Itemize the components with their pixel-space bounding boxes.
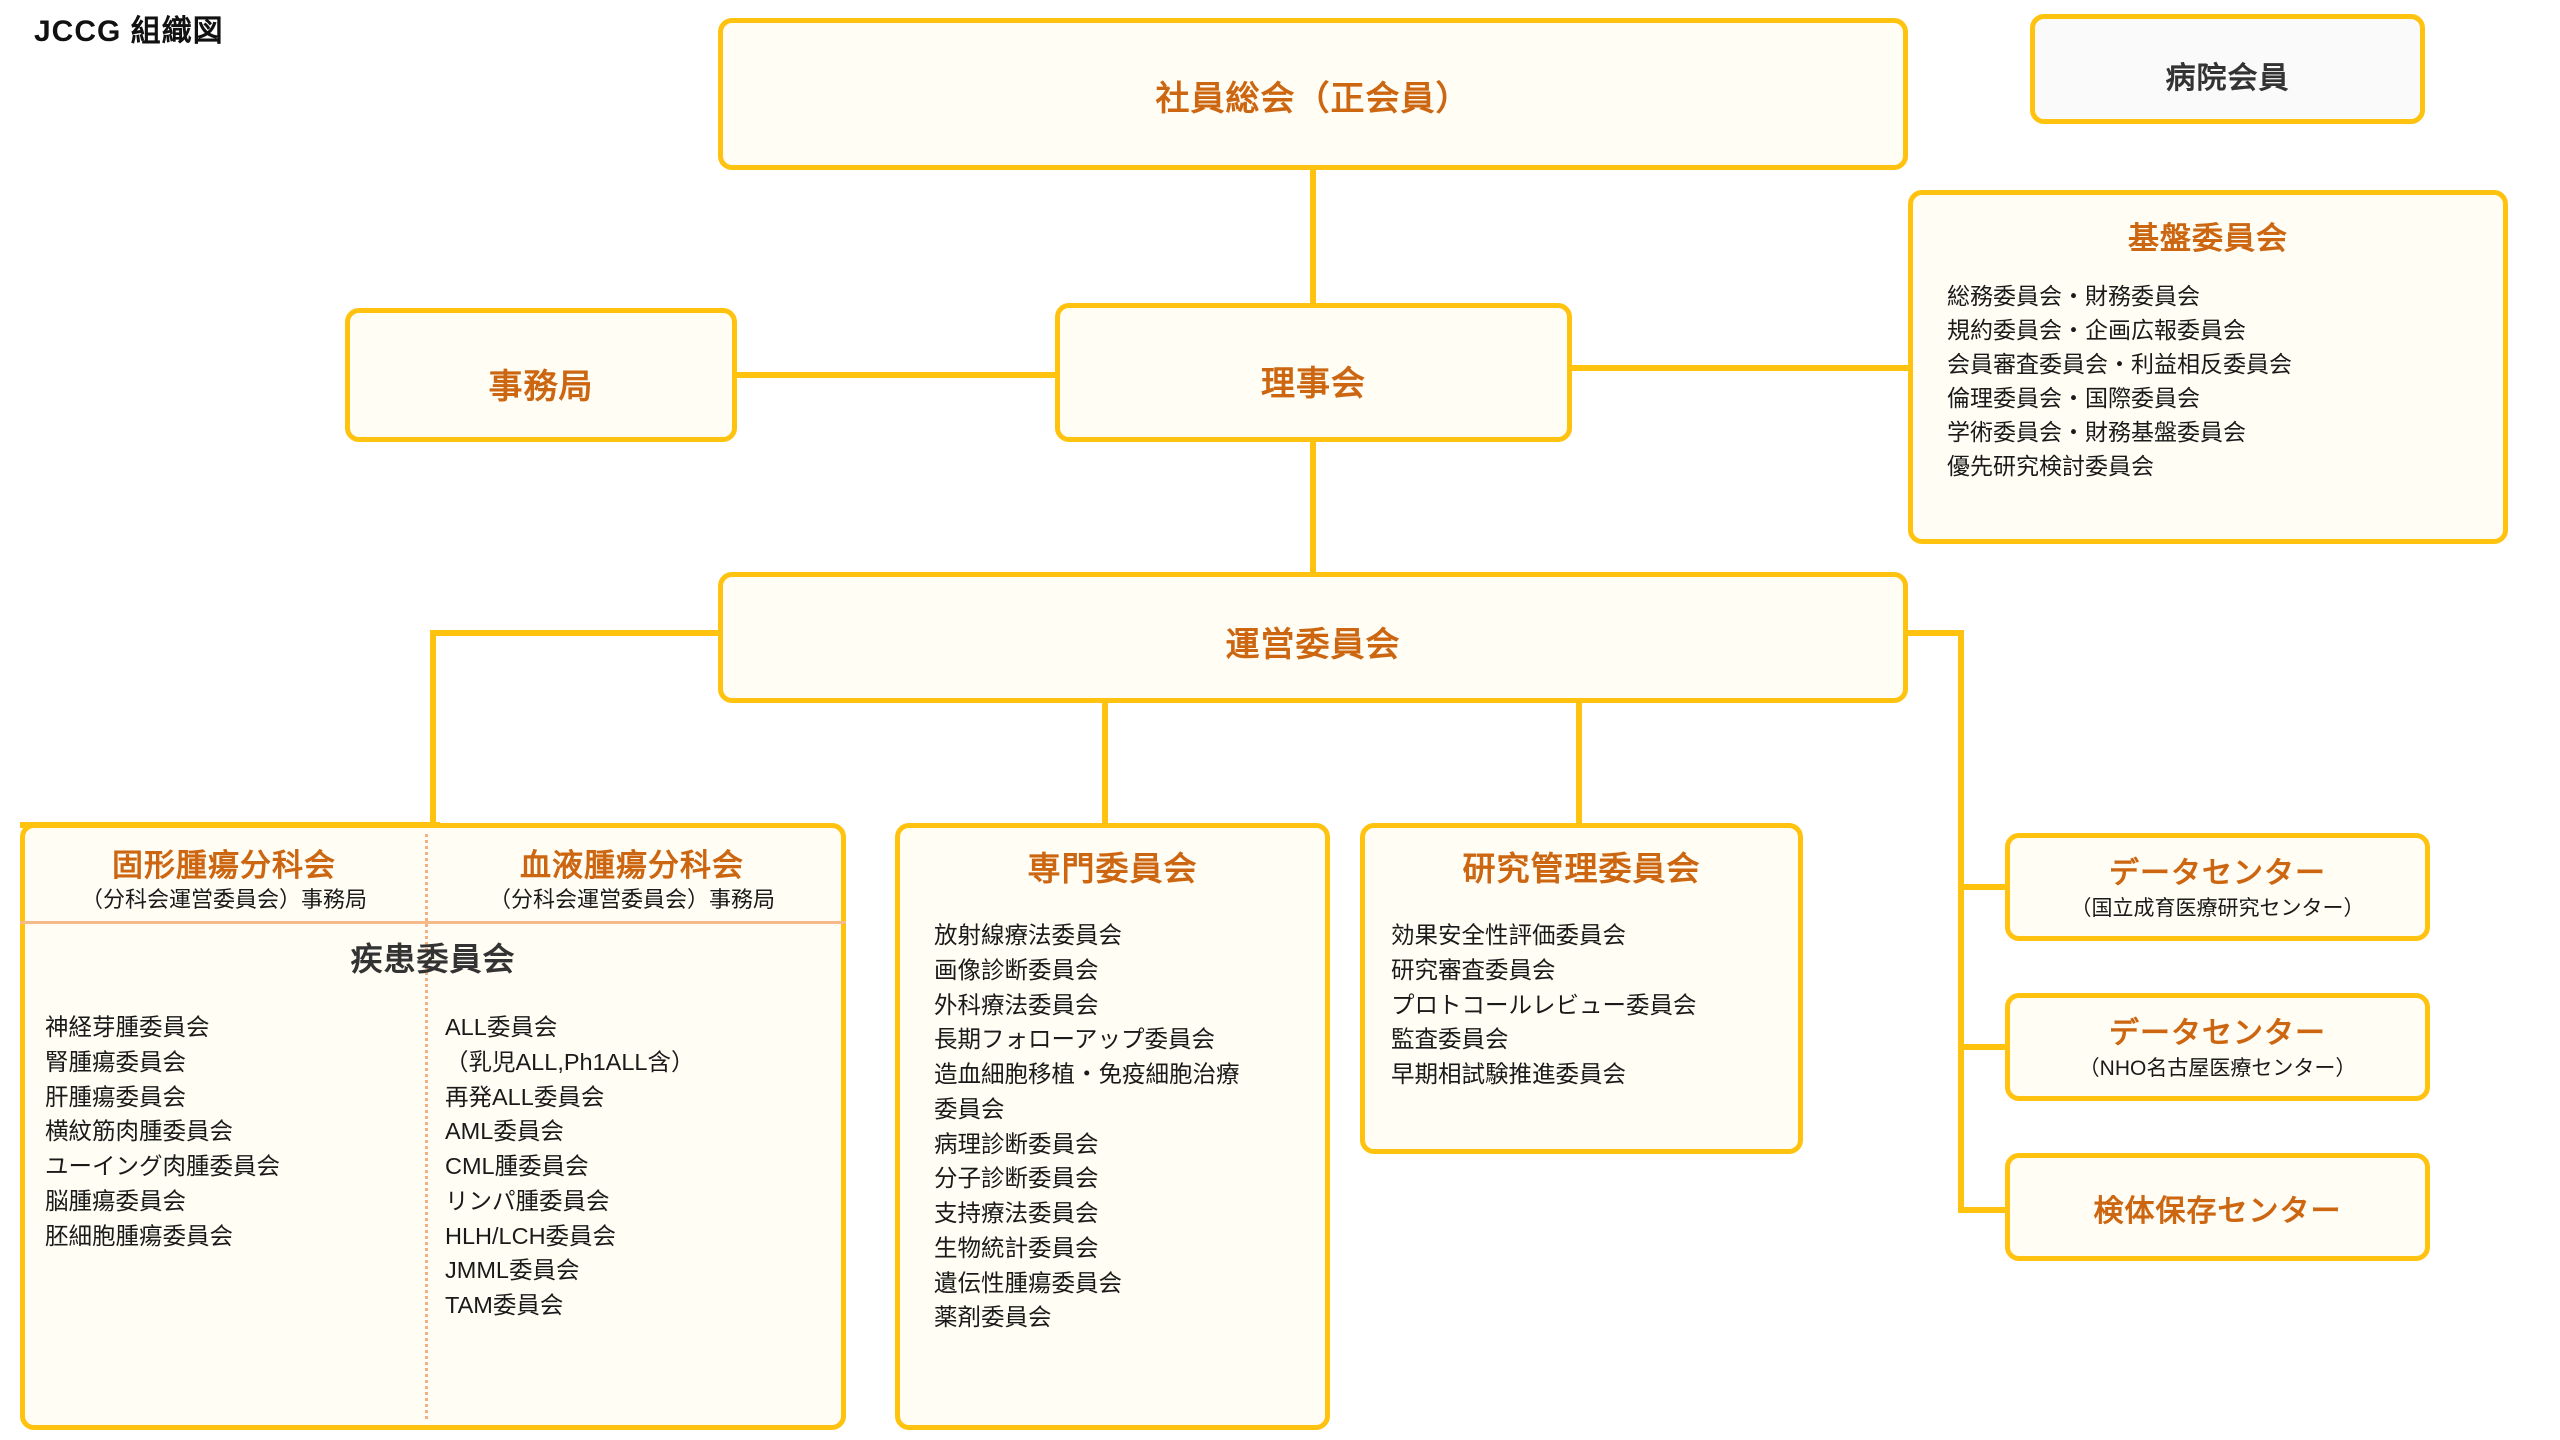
list-item: 効果安全性評価委員会 bbox=[1391, 922, 1626, 948]
node-subcommittees[interactable]: 固形腫瘍分科会 （分科会運営委員会）事務局 血液腫瘍分科会 （分科会運営委員会）… bbox=[20, 823, 846, 1430]
connector-steering-right-vertical bbox=[1958, 630, 1964, 1213]
list-item: HLH/LCH委員会 bbox=[445, 1222, 617, 1249]
list-item: 委員会 bbox=[934, 1095, 1005, 1122]
list-item: 画像診断委員会 bbox=[934, 956, 1099, 983]
connector-steering-left-vertical bbox=[430, 630, 436, 828]
specialist-item-list: 放射線療法委員会画像診断委員会外科療法委員会長期フォローアップ委員会造血細胞移植… bbox=[934, 918, 1240, 1335]
list-item: 長期フォローアップ委員会 bbox=[934, 1026, 1216, 1053]
connector-board-foundation bbox=[1568, 365, 1913, 371]
list-item: TAM委員会 bbox=[445, 1292, 564, 1319]
node-research-administration-committee[interactable]: 研究管理委員会 効果安全性評価委員会研究審査委員会プロトコールレビュー委員会監査… bbox=[1360, 823, 1803, 1154]
list-item: 学術委員会・財務基盤委員会 bbox=[1947, 419, 2246, 446]
connector-board-secretariat bbox=[733, 372, 1059, 378]
list-item: 神経芽腫委員会 bbox=[45, 1014, 210, 1040]
research-admin-item-list: 効果安全性評価委員会研究審査委員会プロトコールレビュー委員会監査委員会早期相試験… bbox=[1391, 918, 1697, 1092]
list-item: 生物統計委員会 bbox=[934, 1234, 1099, 1261]
connector-steering-right-horizontal bbox=[1904, 630, 1964, 636]
research-admin-title: 研究管理委員会 bbox=[1462, 850, 1701, 887]
list-item: 放射線療法委員会 bbox=[934, 922, 1122, 948]
list-item: JMML委員会 bbox=[445, 1257, 580, 1284]
list-item: 監査委員会 bbox=[1391, 1026, 1509, 1053]
general-assembly-label: 社員総会（正会員） bbox=[1155, 80, 1471, 118]
disease-committee-header: 疾患委員会 bbox=[350, 941, 516, 977]
data-center-1-title: データセンター bbox=[2109, 857, 2326, 890]
node-specimen-bank[interactable]: 検体保存センター bbox=[2005, 1153, 2430, 1261]
connector-steering-research-admin bbox=[1576, 700, 1582, 828]
list-item: 分子診断委員会 bbox=[934, 1165, 1099, 1192]
node-board-of-directors[interactable]: 理事会 bbox=[1055, 303, 1572, 442]
list-item: ユーイング肉腫委員会 bbox=[45, 1153, 280, 1180]
specialist-title: 専門委員会 bbox=[1027, 850, 1198, 887]
list-item: CML腫委員会 bbox=[445, 1153, 589, 1180]
node-foundation-committee[interactable]: 基盤委員会 総務委員会・財務委員会規約委員会・企画広報委員会会員審査委員会・利益… bbox=[1908, 190, 2508, 544]
subcommittee-vertical-divider bbox=[425, 834, 428, 1419]
node-data-center-2[interactable]: データセンター （NHO名古屋医療センター） bbox=[2005, 993, 2430, 1101]
subcommittee-header: 固形腫瘍分科会 （分科会運営委員会）事務局 血液腫瘍分科会 （分科会運営委員会）… bbox=[25, 828, 841, 920]
solid-tumor-subtitle: （分科会運営委員会）事務局 bbox=[80, 887, 367, 912]
node-steering-committee[interactable]: 運営委員会 bbox=[718, 572, 1908, 703]
list-item: AML委員会 bbox=[445, 1118, 564, 1145]
list-item: 倫理委員会・国際委員会 bbox=[1947, 385, 2200, 412]
list-item: 腎腫瘍委員会 bbox=[45, 1048, 186, 1075]
list-item: 造血細胞移植・免疫細胞治療 bbox=[934, 1061, 1240, 1088]
subcommittee-horizontal-divider bbox=[20, 921, 846, 924]
list-item: 優先研究検討委員会 bbox=[1947, 453, 2154, 480]
foundation-item-list: 総務委員会・財務委員会規約委員会・企画広報委員会会員審査委員会・利益相反委員会倫… bbox=[1947, 279, 2292, 483]
node-secretariat[interactable]: 事務局 bbox=[345, 308, 737, 442]
list-item: リンパ腫委員会 bbox=[445, 1187, 610, 1214]
list-item: 総務委員会・財務委員会 bbox=[1947, 283, 2200, 309]
hematologic-subtitle: （分科会運営委員会）事務局 bbox=[488, 887, 775, 912]
connector-steering-specialist bbox=[1102, 700, 1108, 828]
list-item: 肝腫瘍委員会 bbox=[45, 1083, 186, 1110]
connector-assembly-board bbox=[1310, 168, 1316, 306]
node-hospital-member[interactable]: 病院会員 bbox=[2030, 14, 2425, 124]
connector-datacenter1 bbox=[1958, 884, 2010, 890]
steering-label: 運営委員会 bbox=[1225, 626, 1401, 664]
list-item: 外科療法委員会 bbox=[934, 991, 1099, 1018]
hospital-member-label: 病院会員 bbox=[2165, 62, 2290, 95]
connector-steering-left-horizontal bbox=[430, 630, 722, 636]
list-item: プロトコールレビュー委員会 bbox=[1391, 991, 1697, 1018]
node-general-assembly[interactable]: 社員総会（正会員） bbox=[718, 18, 1908, 170]
data-center-2-title: データセンター bbox=[2109, 1017, 2326, 1050]
secretariat-label: 事務局 bbox=[488, 368, 594, 406]
data-center-2-subtitle: （NHO名古屋医療センター） bbox=[2078, 1057, 2357, 1080]
list-item: ALL委員会 bbox=[445, 1014, 558, 1040]
page-title: JCCG 組織図 bbox=[34, 15, 224, 48]
connector-datacenter2 bbox=[1958, 1044, 2010, 1050]
list-item: 脳腫瘍委員会 bbox=[45, 1187, 186, 1214]
hematologic-title: 血液腫瘍分科会 bbox=[520, 848, 744, 883]
solid-tumor-title: 固形腫瘍分科会 bbox=[112, 848, 336, 883]
list-item: 早期相試験推進委員会 bbox=[1391, 1061, 1626, 1088]
node-specialist-committee[interactable]: 専門委員会 放射線療法委員会画像診断委員会外科療法委員会長期フォローアップ委員会… bbox=[895, 823, 1330, 1430]
connector-board-steering bbox=[1310, 438, 1316, 576]
solid-tumor-item-list: 神経芽腫委員会腎腫瘍委員会肝腫瘍委員会横紋筋肉腫委員会ユーイング肉腫委員会脳腫瘍… bbox=[45, 1010, 405, 1253]
list-item: （乳児ALL,Ph1ALL含） bbox=[445, 1048, 695, 1075]
node-data-center-1[interactable]: データセンター （国立成育医療研究センター） bbox=[2005, 833, 2430, 941]
board-label: 理事会 bbox=[1261, 365, 1366, 403]
list-item: 研究審査委員会 bbox=[1391, 956, 1556, 983]
list-item: 支持療法委員会 bbox=[934, 1200, 1099, 1227]
hematologic-item-list: ALL委員会 （乳児ALL,Ph1ALL含） 再発ALL委員会 AML委員会 CML腫委… bbox=[445, 1010, 835, 1323]
list-item: 薬剤委員会 bbox=[934, 1304, 1052, 1331]
specimen-bank-title: 検体保存センター bbox=[2093, 1195, 2342, 1228]
list-item: 病理診断委員会 bbox=[934, 1130, 1099, 1157]
list-item: 横紋筋肉腫委員会 bbox=[45, 1118, 233, 1145]
list-item: 規約委員会・企画広報委員会 bbox=[1947, 317, 2246, 344]
list-item: 会員審査委員会・利益相反委員会 bbox=[1947, 351, 2292, 378]
connector-specimen-bank bbox=[1958, 1207, 2010, 1213]
list-item: 胚細胞腫瘍委員会 bbox=[45, 1222, 233, 1249]
foundation-title: 基盤委員会 bbox=[2128, 221, 2288, 256]
data-center-1-subtitle: （国立成育医療研究センター） bbox=[2070, 897, 2365, 920]
list-item: 再発ALL委員会 bbox=[445, 1083, 605, 1110]
list-item: 遺伝性腫瘍委員会 bbox=[934, 1269, 1122, 1296]
